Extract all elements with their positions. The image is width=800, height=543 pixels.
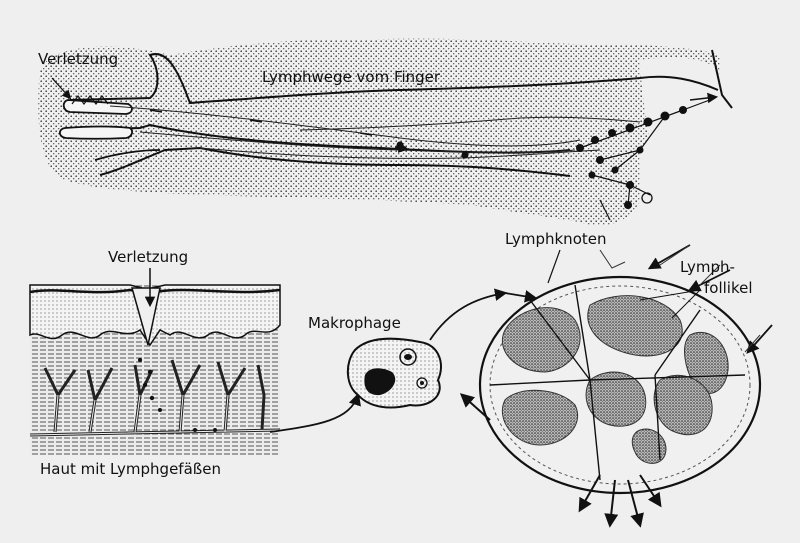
afferent-vessels bbox=[504, 244, 773, 354]
arm-stipple-background bbox=[38, 38, 721, 226]
macrophage-to-node-arrow bbox=[429, 288, 508, 341]
axillary-vessels bbox=[579, 97, 716, 221]
vessel-flow-arrows bbox=[149, 109, 407, 149]
node-trabeculae bbox=[489, 284, 746, 481]
label-follicle-line2: follikel bbox=[704, 279, 753, 297]
skin-surface bbox=[29, 288, 281, 294]
macrophage-vacuole bbox=[399, 348, 417, 366]
skin-section bbox=[29, 268, 281, 455]
arrow-to-subclavian bbox=[689, 92, 719, 104]
efferent-vessels bbox=[459, 393, 662, 528]
label-macrophage: Makrophage bbox=[308, 314, 401, 332]
node-follicles bbox=[501, 295, 729, 464]
fingers-outline bbox=[58, 99, 161, 161]
label-skin-injury: Verletzung bbox=[108, 248, 189, 266]
clavicle-vessel bbox=[711, 49, 733, 109]
arm-illustration bbox=[38, 38, 733, 226]
shoulder-node bbox=[641, 192, 653, 204]
node-label-pointer bbox=[547, 249, 561, 284]
skin-to-macrophage-arrow bbox=[269, 392, 361, 433]
label-skin-caption: Haut mit Lymphgefäßen bbox=[40, 460, 221, 478]
skin-lymph-capillaries-inner bbox=[29, 394, 281, 436]
afferent-vessel-walls bbox=[599, 244, 761, 353]
macrophage-cell bbox=[346, 337, 442, 409]
macrophage-membrane bbox=[346, 337, 442, 409]
finger-injury-pointer bbox=[51, 77, 72, 100]
label-finger-injury: Verletzung bbox=[38, 50, 119, 68]
shoulder-area bbox=[640, 57, 725, 150]
follicle-label-pointer bbox=[639, 289, 701, 319]
label-follicle-line1: Lymph- bbox=[680, 258, 735, 276]
macrophage-nucleus bbox=[364, 368, 396, 396]
lymph-node bbox=[459, 244, 773, 528]
finger-injury-mark bbox=[71, 95, 109, 105]
arm-lymph-vessels bbox=[109, 105, 641, 159]
label-lymph-node: Lymphknoten bbox=[505, 230, 607, 248]
skin-cells bbox=[138, 358, 217, 432]
axillary-node-chain bbox=[396, 106, 687, 209]
label-lymph-paths: Lymphwege vom Finger bbox=[262, 68, 441, 86]
